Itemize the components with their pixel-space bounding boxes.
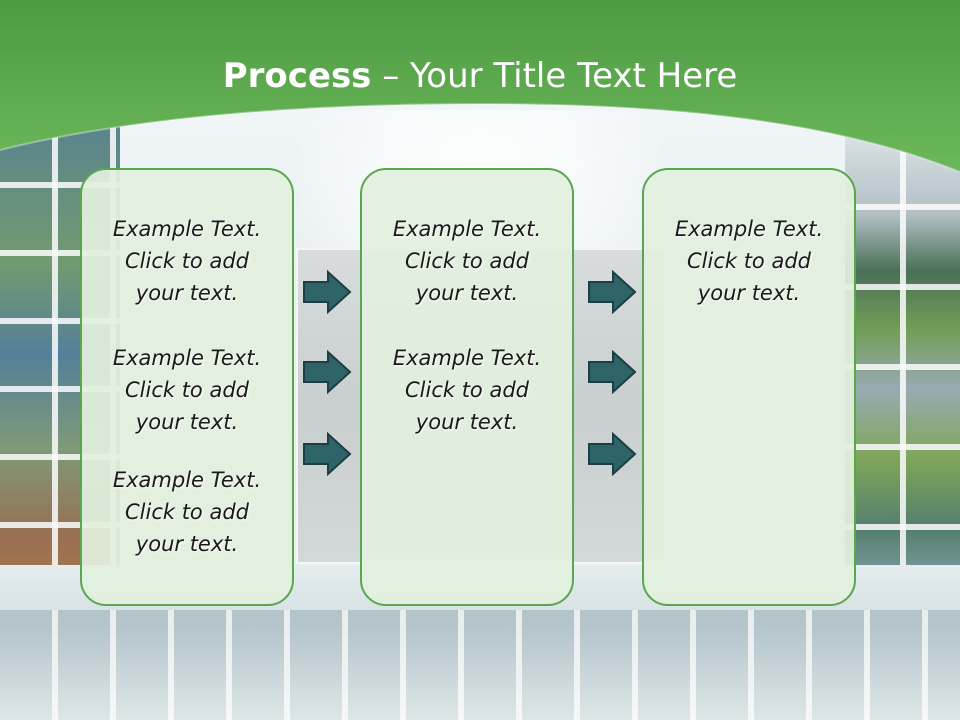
text-line: Example Text. <box>392 217 542 241</box>
text-block[interactable]: Example Text. Click to add your text. <box>82 213 292 309</box>
text-line: your text. <box>135 532 239 556</box>
text-line: Click to add <box>124 249 249 273</box>
text-line: your text. <box>415 281 519 305</box>
process-box-1[interactable]: Example Text. Click to add your text. Ex… <box>80 168 294 606</box>
text-line: Example Text. <box>112 468 262 492</box>
text-line: Click to add <box>124 378 249 402</box>
right-arrow-icon <box>303 270 352 314</box>
text-line: Click to add <box>686 249 811 273</box>
right-image-wall <box>845 130 960 600</box>
header-band: Process – Your Title Text Here <box>0 0 960 175</box>
text-line: Click to add <box>404 249 529 273</box>
right-arrow-icon <box>588 270 637 314</box>
right-arrow-icon <box>303 350 352 394</box>
process-box-3[interactable]: Example Text. Click to add your text. <box>642 168 856 606</box>
text-line: Click to add <box>404 378 529 402</box>
header-curve <box>0 0 960 173</box>
text-line: Example Text. <box>112 346 262 370</box>
title-bold: Process <box>222 56 372 96</box>
text-block[interactable]: Example Text. Click to add your text. <box>82 342 292 438</box>
text-line: Example Text. <box>392 346 542 370</box>
text-line: Click to add <box>124 500 249 524</box>
text-line: your text. <box>135 410 239 434</box>
text-block[interactable]: Example Text. Click to add your text. <box>82 464 292 560</box>
text-line: Example Text. <box>112 217 262 241</box>
text-line: your text. <box>135 281 239 305</box>
right-arrow-icon <box>303 432 352 476</box>
floor-reflection <box>0 610 960 720</box>
text-block[interactable]: Example Text. Click to add your text. <box>362 213 572 309</box>
text-block[interactable]: Example Text. Click to add your text. <box>644 213 854 309</box>
title-rest: – Your Title Text Here <box>371 56 738 96</box>
text-line: your text. <box>697 281 801 305</box>
process-box-2[interactable]: Example Text. Click to add your text. Ex… <box>360 168 574 606</box>
text-line: your text. <box>415 410 519 434</box>
slide-title[interactable]: Process – Your Title Text Here <box>0 52 960 100</box>
text-block[interactable]: Example Text. Click to add your text. <box>362 342 572 438</box>
right-arrow-icon <box>588 432 637 476</box>
right-arrow-icon <box>588 350 637 394</box>
text-line: Example Text. <box>674 217 824 241</box>
